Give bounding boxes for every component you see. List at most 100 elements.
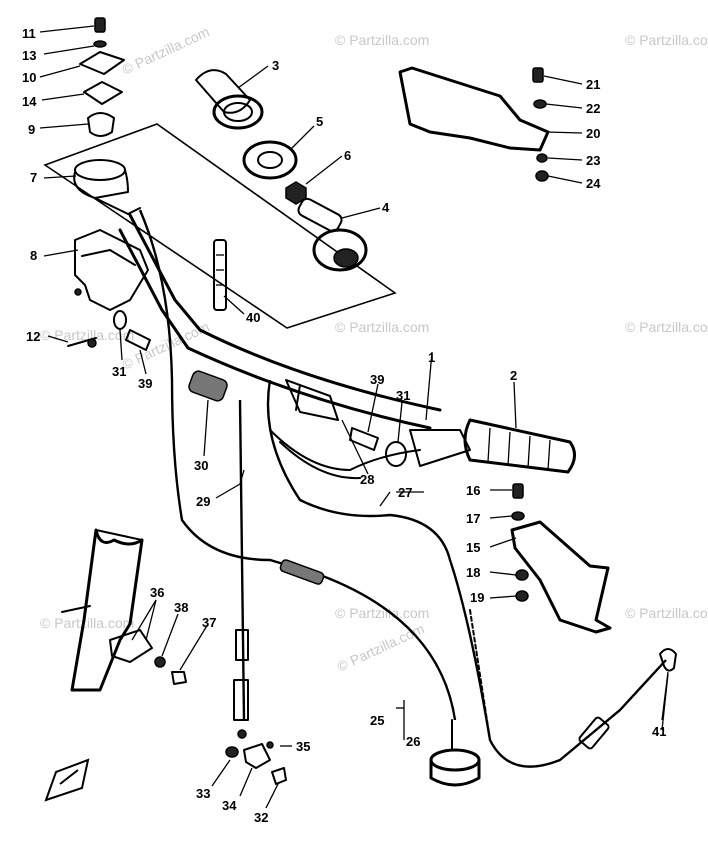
watermark-text: © Partzilla.com	[335, 620, 427, 674]
label-31-left: 31	[112, 364, 126, 379]
label-25: 25	[370, 713, 384, 728]
label-39-right: 39	[370, 372, 384, 387]
part-4-throttle-tube	[297, 197, 368, 272]
clutch-lever-fittings	[285, 379, 471, 467]
label-19: 19	[470, 590, 484, 605]
part-33-nut	[225, 746, 239, 758]
fork-tube-boot	[61, 528, 144, 692]
label-16: 16	[466, 483, 480, 498]
part-30-cable-fitting	[188, 370, 228, 402]
label-34: 34	[222, 798, 237, 813]
label-23: 23	[586, 153, 600, 168]
part-2-grip	[463, 418, 576, 474]
label-36: 36	[150, 585, 164, 600]
part-13-washer	[93, 40, 107, 48]
label-35: 35	[296, 739, 310, 754]
part-20-lever-cover	[398, 66, 550, 182]
control-cables	[138, 209, 667, 768]
label-6: 6	[344, 148, 351, 163]
label-28: 28	[360, 472, 374, 487]
part-39-adjuster-left	[125, 329, 151, 351]
label-9: 9	[28, 122, 35, 137]
watermarks: © Partzilla.com © Partzilla.com © Partzi…	[40, 23, 708, 674]
part-15-lever-cover	[510, 483, 612, 634]
watermark-text: © Partzilla.com	[120, 23, 212, 77]
left-cable-fittings	[67, 310, 151, 351]
throttle-group-frame	[43, 123, 397, 329]
label-15: 15	[466, 540, 480, 555]
part-40-strap	[213, 239, 227, 311]
part-37-bolt	[171, 671, 187, 685]
watermark-text: © Partzilla.com	[625, 605, 708, 621]
part-17-washer	[511, 511, 525, 521]
part-9-adjuster	[87, 112, 115, 137]
label-12: 12	[26, 329, 40, 344]
part-22-washer	[533, 99, 547, 109]
label-18: 18	[466, 565, 480, 580]
part-8-throttle-bracket	[74, 229, 149, 311]
cable-guide-bracket	[109, 629, 187, 685]
label-37: 37	[202, 615, 216, 630]
watermark-text: © Partzilla.com	[40, 327, 134, 343]
label-5: 5	[316, 114, 323, 129]
throttle-cap-stack	[79, 17, 125, 137]
label-4: 4	[382, 200, 390, 215]
label-11: 11	[22, 26, 36, 41]
cable-housing-end	[235, 629, 249, 661]
label-22: 22	[586, 101, 600, 116]
label-7: 7	[30, 170, 37, 185]
label-1: 1	[428, 350, 435, 365]
part-28-lever-bracket	[285, 379, 339, 421]
watermark-text: © Partzilla.com	[625, 32, 708, 48]
watermark-text: © Partzilla.com	[335, 32, 429, 48]
part-35-pin	[266, 741, 274, 749]
part-23-washer	[536, 153, 548, 163]
part-31-boot-right	[385, 441, 407, 467]
part-5-washer	[242, 140, 298, 180]
part-labels: 11 13 10 14 9 7 8 12 31 39 3 5 6 4 40 1 …	[22, 26, 666, 825]
part-24-nut	[535, 170, 549, 182]
label-41: 41	[652, 724, 666, 739]
label-27: 27	[398, 485, 412, 500]
label-33: 33	[196, 786, 210, 801]
part-10-cap	[79, 51, 125, 75]
label-38: 38	[174, 600, 188, 615]
part-41-cable-clip	[659, 648, 677, 721]
part-36-bracket	[109, 629, 153, 663]
watermark-text: © Partzilla.com	[40, 615, 134, 631]
front-arrow-icon	[44, 758, 90, 802]
part-19-nut	[515, 590, 529, 602]
cable-housing-lower	[233, 679, 249, 721]
label-26: 26	[406, 734, 420, 749]
part-26-carb-cap	[429, 719, 481, 787]
watermark-text: © Partzilla.com	[335, 605, 429, 621]
part-11-screw	[94, 17, 106, 33]
label-10: 10	[22, 70, 36, 85]
label-13: 13	[22, 48, 36, 63]
label-20: 20	[586, 126, 600, 141]
label-31-right: 31	[396, 388, 410, 403]
cable-ribbed-section	[469, 609, 491, 741]
label-40: 40	[246, 310, 260, 325]
label-17: 17	[466, 511, 480, 526]
part-21-bolt	[532, 67, 544, 83]
watermark-text: © Partzilla.com	[335, 319, 429, 335]
label-8: 8	[30, 248, 37, 263]
part-38-nut	[154, 656, 166, 668]
part-14-gasket	[83, 81, 123, 105]
part-3-throttle-grip	[195, 69, 264, 130]
label-3: 3	[272, 58, 279, 73]
part-18-washer	[515, 569, 529, 581]
watermark-text: © Partzilla.com	[625, 319, 708, 335]
cable-adjuster	[279, 559, 325, 585]
part-39-adjuster-right	[349, 427, 379, 451]
label-32: 32	[254, 810, 268, 825]
label-2: 2	[510, 368, 517, 383]
label-39-left: 39	[138, 376, 152, 391]
label-24: 24	[586, 176, 601, 191]
part-7-throttle-housing	[73, 159, 141, 215]
label-29: 29	[196, 494, 210, 509]
part-34-holder	[243, 743, 271, 769]
